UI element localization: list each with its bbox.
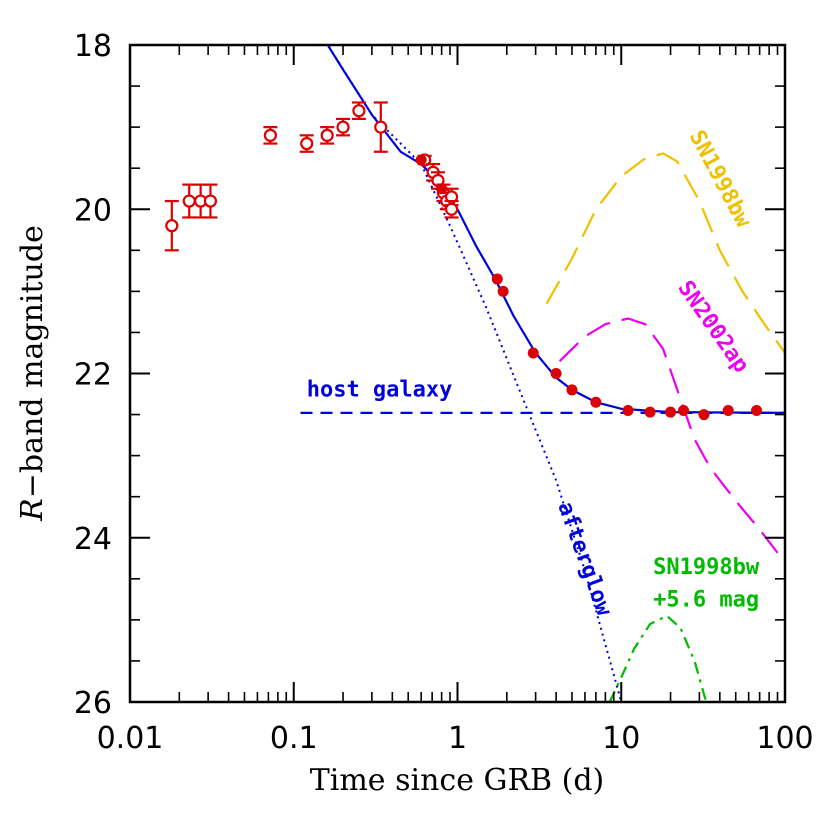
data-point-open [182,194,196,208]
data-point-open [300,136,314,151]
data-point-filled [527,347,539,359]
data-point-filled [415,154,427,166]
y-axis-label-rest: −band magnitude [15,225,50,498]
data-points [164,101,763,421]
annotation-label: SN1998bw [684,126,756,232]
x-tick-label: 0.01 [97,721,164,756]
data-point-filled [436,183,448,195]
data-point-filled [622,404,634,416]
data-point-filled [590,396,602,408]
data-point-filled [644,406,656,418]
y-tick-labels: 18 20 22 24 26 [74,29,112,721]
y-tick-label: 26 [74,686,112,721]
y-tick-label: 18 [74,29,112,64]
data-point-open [444,202,459,216]
x-tick-label: 100 [756,721,813,756]
y-tick-label: 24 [74,522,112,557]
data-point-filled [698,409,710,421]
y-tick-label: 22 [74,358,112,393]
x-tick-label: 0.1 [270,721,318,756]
data-point-filled [678,404,690,416]
annotation-label: afterglow [552,498,617,619]
data-point-open [336,120,350,134]
x-tick-label: 1 [448,721,467,756]
x-axis-label: Time since GRB (d) [310,763,605,798]
data-point-open [320,128,334,142]
annotation-label: +5.6 mag [653,588,759,613]
curve-longdash [545,152,785,354]
data-point-filled [497,285,509,297]
curve-solid [326,45,785,414]
y-tick-label: 20 [74,193,112,228]
data-point-filled [491,273,503,285]
curve-annotations: host galaxyafterglowSN1998bwSN2002apSN19… [307,126,760,619]
x-tick-label: 10 [602,721,640,756]
y-axis-label: R−band magnitude [15,225,50,522]
data-point-open [203,194,218,208]
annotation-label: host galaxy [307,377,453,402]
curve-longdash [558,317,785,564]
data-point-open [374,120,388,134]
data-point-filled [751,404,763,416]
x-tick-labels: 0.01 0.1 1 10 100 [97,721,814,756]
y-axis-label-italic: R [15,498,50,522]
curve-dotted [326,45,623,702]
data-point-open [165,219,179,233]
data-point-open [263,128,277,142]
curve-dashdot [608,614,708,702]
data-point-filled [665,406,677,418]
data-point-filled [550,368,562,379]
annotation-label: SN1998bw [653,555,760,580]
axis-ticks [129,44,786,703]
data-point-filled [722,404,734,416]
data-point-filled [566,384,578,396]
data-point-open [352,104,366,118]
